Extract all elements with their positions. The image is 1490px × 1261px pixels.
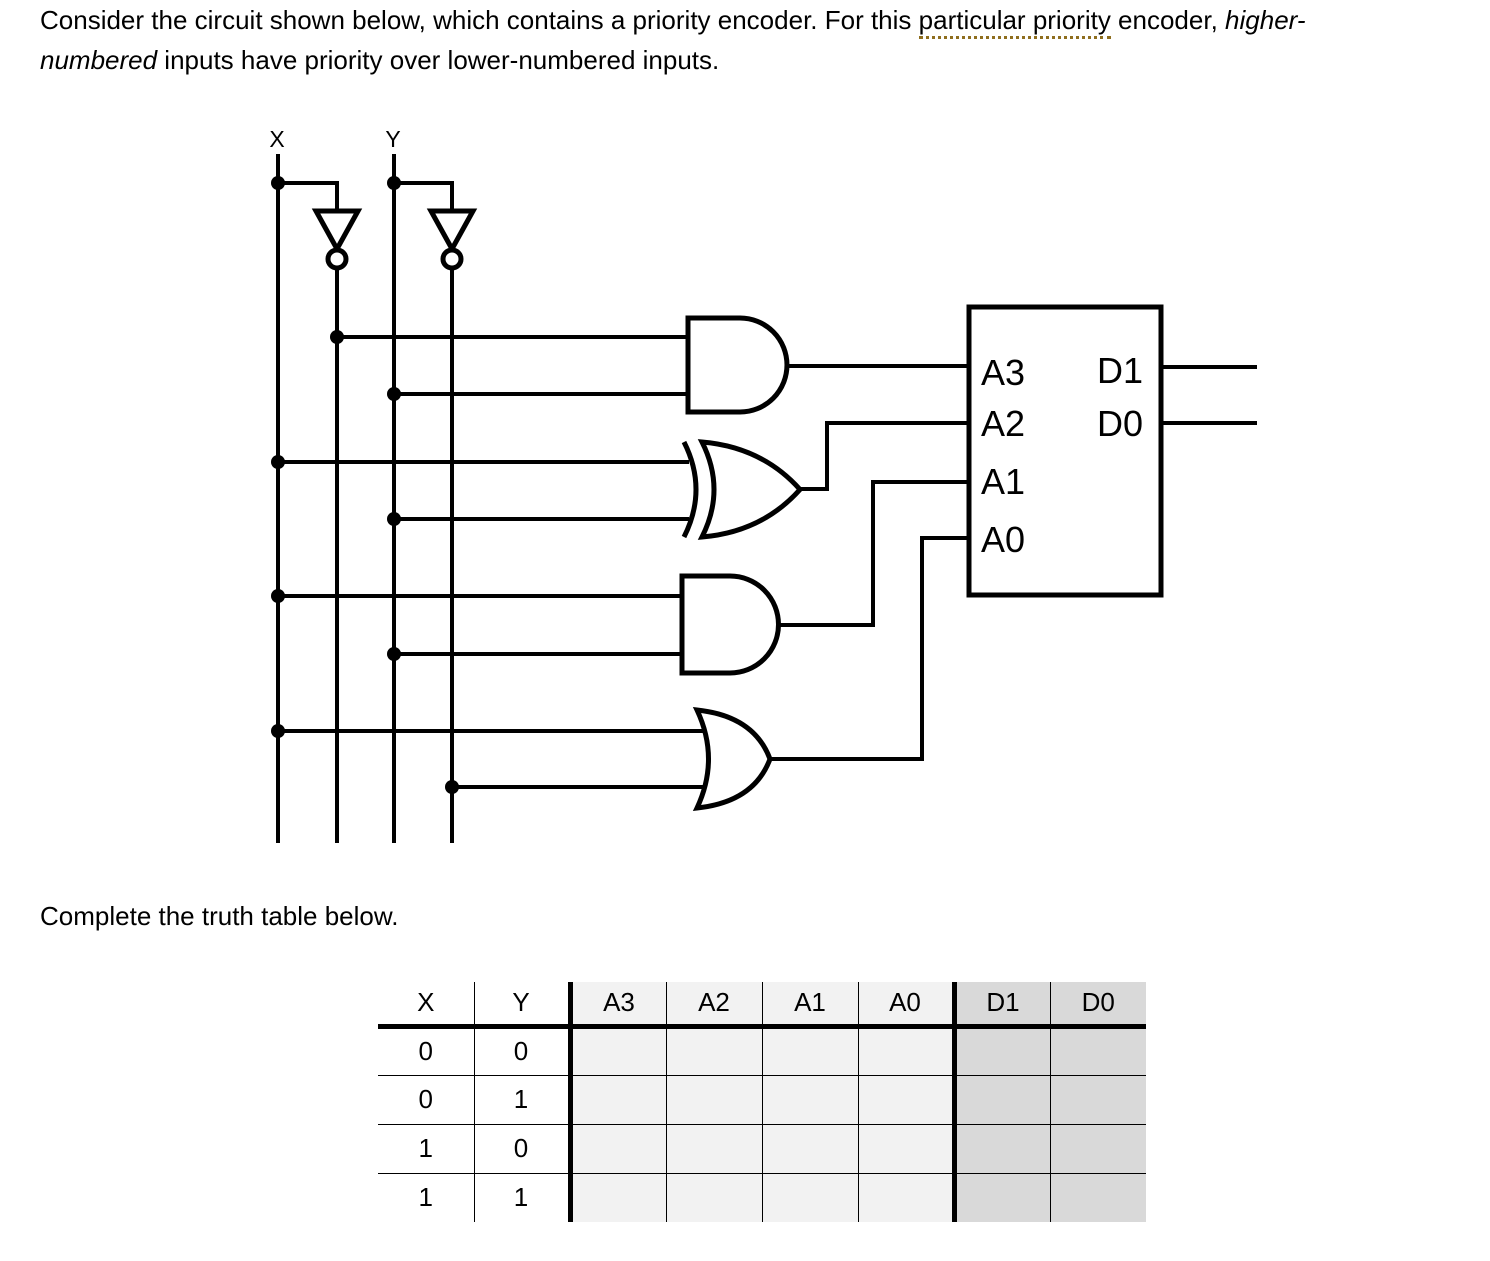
answer-cell-a0 [858,1124,957,1174]
truth-table-row-4: 1 1 [378,1173,1146,1222]
answer-cell-d1 [954,1075,1051,1125]
cell-y: 0 [474,1026,573,1076]
cell-x: 1 [378,1173,475,1222]
answer-cell-a3 [570,1075,667,1125]
question-text-part1: Consider the circuit shown below, which … [40,5,919,35]
col-header-a1: A1 [762,982,859,1029]
cell-y: 0 [474,1124,573,1174]
answer-cell-a3 [570,1124,667,1174]
answer-cell-a2 [666,1075,763,1125]
and-gate-1 [685,315,790,415]
x-inverter-branch-wire [278,181,339,211]
encoder-input-label-a2: A2 [981,403,1025,444]
answer-cell-a1 [762,1026,859,1076]
question-text-line1: Consider the circuit shown below, which … [40,0,1490,40]
junction-dot [271,455,285,469]
col-header-x: X [378,982,475,1029]
junction-dot [271,724,285,738]
junction-dot [387,176,401,190]
col-header-d1: D1 [954,982,1051,1029]
junction-dot [387,387,401,401]
not-gate-y [426,208,478,271]
question-text-part2: encoder, [1110,5,1226,35]
answer-cell-d1 [954,1026,1051,1076]
cell-x: 0 [378,1026,475,1076]
answer-cell-a1 [762,1124,859,1174]
not-gate-y-triangle [426,208,478,255]
question-text-line2: numbered inputs have priority over lower… [40,40,1490,80]
or-to-a0-wire [769,536,969,761]
answer-cell-a0 [858,1026,957,1076]
and-gate-2 [679,573,781,676]
answer-cell-a1 [762,1075,859,1125]
col-header-a2: A2 [666,982,763,1029]
xor-gate-back-arc [681,440,699,539]
circuit-diagram: X Y A3 A2 A1 A0 D1 D0 [269,126,1257,843]
not-gate-y-bubble [440,247,464,271]
answer-cell-d0 [1050,1173,1146,1222]
junction-dot [387,647,401,661]
junction-dot [445,780,459,794]
answer-cell-d1 [954,1124,1051,1174]
answer-cell-d0 [1050,1124,1146,1174]
cell-y: 1 [474,1075,573,1125]
answer-cell-a0 [858,1173,957,1222]
encoder-input-label-a3: A3 [981,352,1025,393]
truth-table-row-1: 0 0 [378,1026,1146,1076]
question-text-italic2: numbered [40,45,158,75]
answer-cell-a1 [762,1173,859,1222]
question-text-part3: inputs have priority over lower-numbered… [157,45,720,75]
not-gate-x-bubble [325,247,349,271]
truth-table-row-2: 0 1 [378,1075,1146,1125]
junction-dot [271,176,285,190]
junction-dots [271,176,459,794]
xor-gate-body [697,439,804,540]
col-header-a0: A0 [858,982,957,1029]
encoder-output-label-d1: D1 [1097,350,1143,391]
col-header-a3: A3 [570,982,667,1029]
col-header-d0: D0 [1050,982,1146,1029]
answer-cell-d1 [954,1173,1051,1222]
encoder-input-label-a0: A0 [981,519,1025,560]
truth-table-header-row: X Y A3 A2 A1 A0 D1 D0 [378,982,1146,1029]
answer-cell-d0 [1050,1026,1146,1076]
col-header-y: Y [474,982,573,1029]
cell-x: 1 [378,1124,475,1174]
xor-gate [681,439,804,540]
encoder-output-label-d0: D0 [1097,403,1143,444]
junction-dot [387,512,401,526]
wires [276,154,1257,843]
not-gate-x-triangle [311,208,363,255]
cell-y: 1 [474,1173,573,1222]
question-text-italic1: higher- [1225,5,1306,35]
answer-cell-a2 [666,1173,763,1222]
question-text: Consider the circuit shown below, which … [40,0,1490,80]
answer-cell-a0 [858,1075,957,1125]
priority-encoder-box [966,304,1164,598]
truth-table-prompt: Complete the truth table below. [40,901,399,931]
y-inverter-branch-wire [394,181,454,211]
junction-dot [271,589,285,603]
truth-table: X Y A3 A2 A1 A0 D1 D0 0 0 0 [378,982,1146,1222]
or-gate [692,707,773,811]
y-input-label: Y [385,126,400,152]
answer-cell-a3 [570,1173,667,1222]
encoder-input-label-a1: A1 [981,461,1025,502]
answer-cell-a3 [570,1026,667,1076]
answer-cell-a2 [666,1026,763,1076]
and2-to-a1-wire [778,480,969,627]
not-gate-x [311,208,363,271]
xor-to-a2-wire [799,421,969,491]
junction-dot [330,330,344,344]
x-input-label: X [269,126,284,152]
answer-cell-a2 [666,1124,763,1174]
answer-cell-d0 [1050,1075,1146,1125]
truth-table-row-3: 1 0 [378,1124,1146,1174]
cell-x: 0 [378,1075,475,1125]
spellcheck-underlined-text: particular priority [918,5,1111,39]
